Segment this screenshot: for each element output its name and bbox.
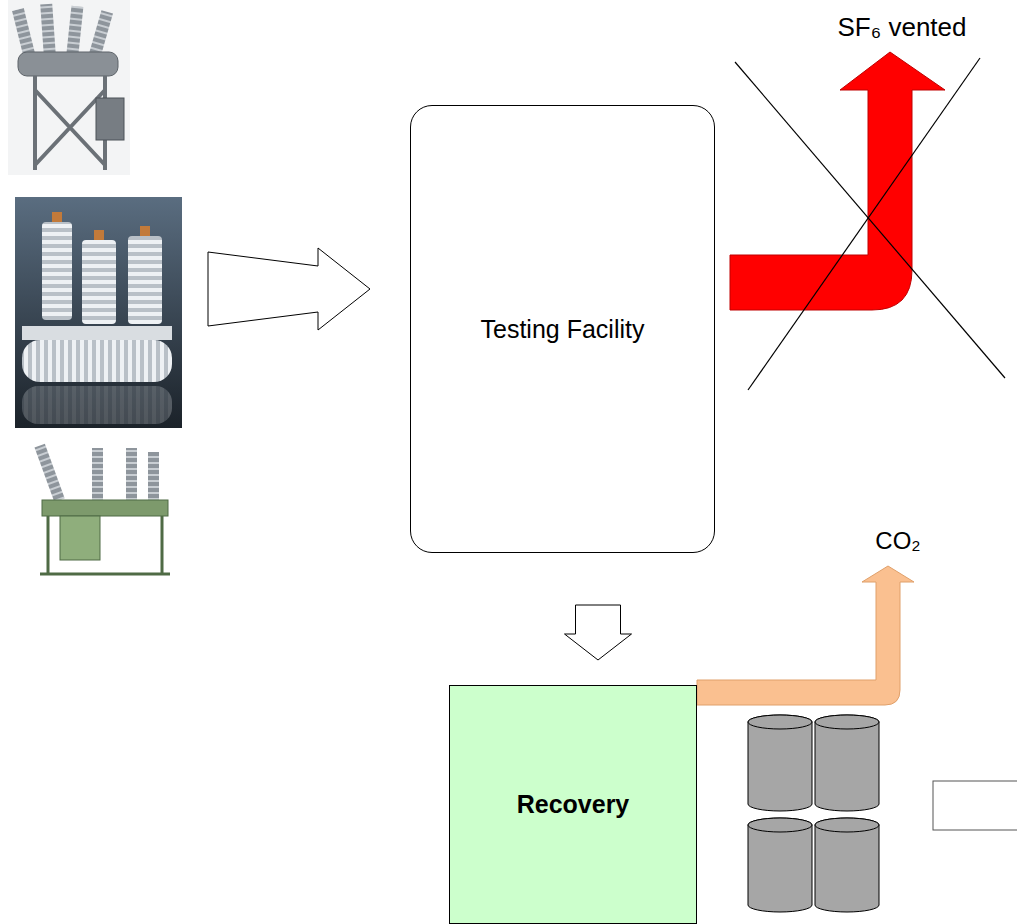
- insulator: [126, 448, 137, 500]
- flange: [22, 326, 172, 340]
- frame: [40, 516, 170, 574]
- gas-cylinders: [748, 715, 879, 912]
- cylinder-top: [748, 715, 812, 729]
- cabinet: [96, 98, 124, 140]
- cylinder: [748, 818, 812, 912]
- cylinder-top: [815, 818, 879, 832]
- cross-line: [748, 58, 980, 390]
- insulator: [128, 236, 162, 324]
- partial-box: [933, 781, 1017, 830]
- insulator: [40, 4, 56, 59]
- flow-arrow: [208, 248, 370, 330]
- insulator: [22, 340, 172, 382]
- annotation-label: SF₆ vented: [835, 12, 970, 43]
- photo-ground: [30, 430, 175, 580]
- cylinder-top: [748, 818, 812, 832]
- process-box: Recovery: [449, 685, 697, 924]
- annotation-label: CO₂: [872, 527, 923, 556]
- photo-ground: [15, 197, 182, 428]
- insulator: [92, 448, 103, 500]
- cylinder: [815, 818, 879, 912]
- insulator: [35, 444, 65, 502]
- breaker-photo: [8, 0, 130, 175]
- vent-arrow: [730, 52, 945, 310]
- cylinder-top: [815, 715, 879, 729]
- insulator: [42, 222, 72, 320]
- reflection: [22, 386, 172, 424]
- cylinder: [748, 715, 812, 811]
- tank: [18, 52, 118, 76]
- insulator: [66, 6, 83, 59]
- co2-arrow: [697, 566, 914, 705]
- cylinder: [815, 715, 879, 811]
- insulator: [148, 452, 159, 500]
- insulator: [82, 240, 116, 324]
- frame: [35, 76, 105, 170]
- copper-cap: [94, 230, 104, 240]
- beam: [42, 500, 168, 516]
- cross-line: [735, 62, 1005, 378]
- copper-cap: [52, 212, 62, 222]
- switch-photo: [30, 430, 175, 580]
- photo-ground: [8, 0, 130, 175]
- mechanism: [60, 516, 100, 560]
- node-label: Recovery: [517, 790, 630, 819]
- copper-cap: [140, 226, 150, 236]
- bushing-photo: [15, 197, 182, 428]
- process-box: Testing Facility: [410, 105, 715, 553]
- node-label: Testing Facility: [481, 315, 645, 344]
- flow-arrow: [565, 605, 632, 660]
